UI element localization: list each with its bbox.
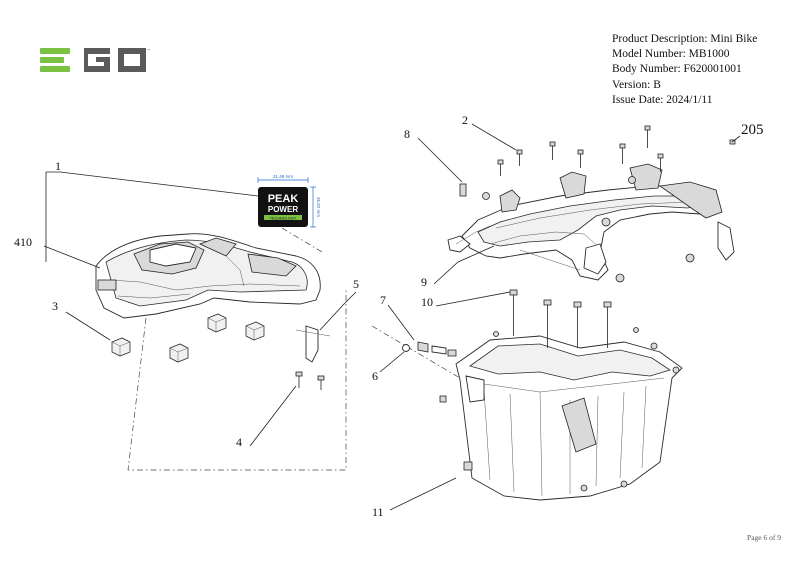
badge-width-dimension: 31.48 mm bbox=[273, 174, 293, 179]
fasteners-6-7 bbox=[402, 341, 457, 357]
product-description: Product Description: Mini Bike bbox=[612, 33, 758, 45]
led-lens bbox=[97, 279, 117, 291]
product-info-block: Product Description: Mini Bike Model Num… bbox=[612, 32, 757, 108]
callout-205: 205 bbox=[741, 122, 764, 138]
bracket-part bbox=[295, 325, 331, 363]
model-number: Model Number: MB1000 bbox=[612, 48, 730, 61]
ego-logo: ™ bbox=[40, 48, 151, 72]
battery-housing-part bbox=[439, 327, 683, 501]
badge-height-dimension: 36.82 mm bbox=[316, 197, 321, 217]
callout-6: 6 bbox=[372, 369, 378, 383]
callout-410: 410 bbox=[14, 235, 32, 249]
bolts-part bbox=[497, 125, 736, 176]
frame-part bbox=[461, 163, 735, 283]
callout-4: 4 bbox=[236, 435, 242, 449]
connector-part bbox=[447, 225, 491, 253]
housing-screws-part bbox=[509, 289, 612, 348]
clip-part bbox=[459, 183, 467, 197]
callout-7: 7 bbox=[380, 293, 386, 307]
callout-2: 2 bbox=[462, 113, 468, 127]
issue-date: Issue Date: 2024/1/11 bbox=[612, 93, 713, 106]
callout-5: 5 bbox=[353, 277, 359, 291]
badge-line2: POWER bbox=[268, 205, 298, 214]
assembly-line bbox=[127, 290, 347, 471]
callout-3: 3 bbox=[52, 299, 58, 313]
top-cover-part bbox=[95, 233, 321, 319]
callout-8: 8 bbox=[404, 127, 410, 141]
screws-part bbox=[295, 371, 325, 390]
leader-lines bbox=[43, 123, 741, 511]
svg-text:™: ™ bbox=[147, 48, 151, 53]
callout-10: 10 bbox=[421, 295, 433, 309]
badge-line1: PEAK bbox=[268, 193, 299, 205]
callout-9: 9 bbox=[421, 275, 427, 289]
peak-power-badge: PEAK POWER TECHNOLOGY 31.48 mm 36.82 mm bbox=[257, 174, 321, 228]
version: Version: B bbox=[612, 78, 661, 91]
badge-line3: TECHNOLOGY bbox=[270, 216, 297, 220]
callout-11: 11 bbox=[372, 505, 384, 519]
page-number: Page 6 of 9 bbox=[747, 533, 781, 542]
callout-1: 1 bbox=[55, 159, 61, 173]
assembly-line bbox=[281, 227, 323, 253]
rubber-feet-part bbox=[111, 313, 265, 363]
body-number: Body Number: F620001001 bbox=[612, 63, 742, 76]
